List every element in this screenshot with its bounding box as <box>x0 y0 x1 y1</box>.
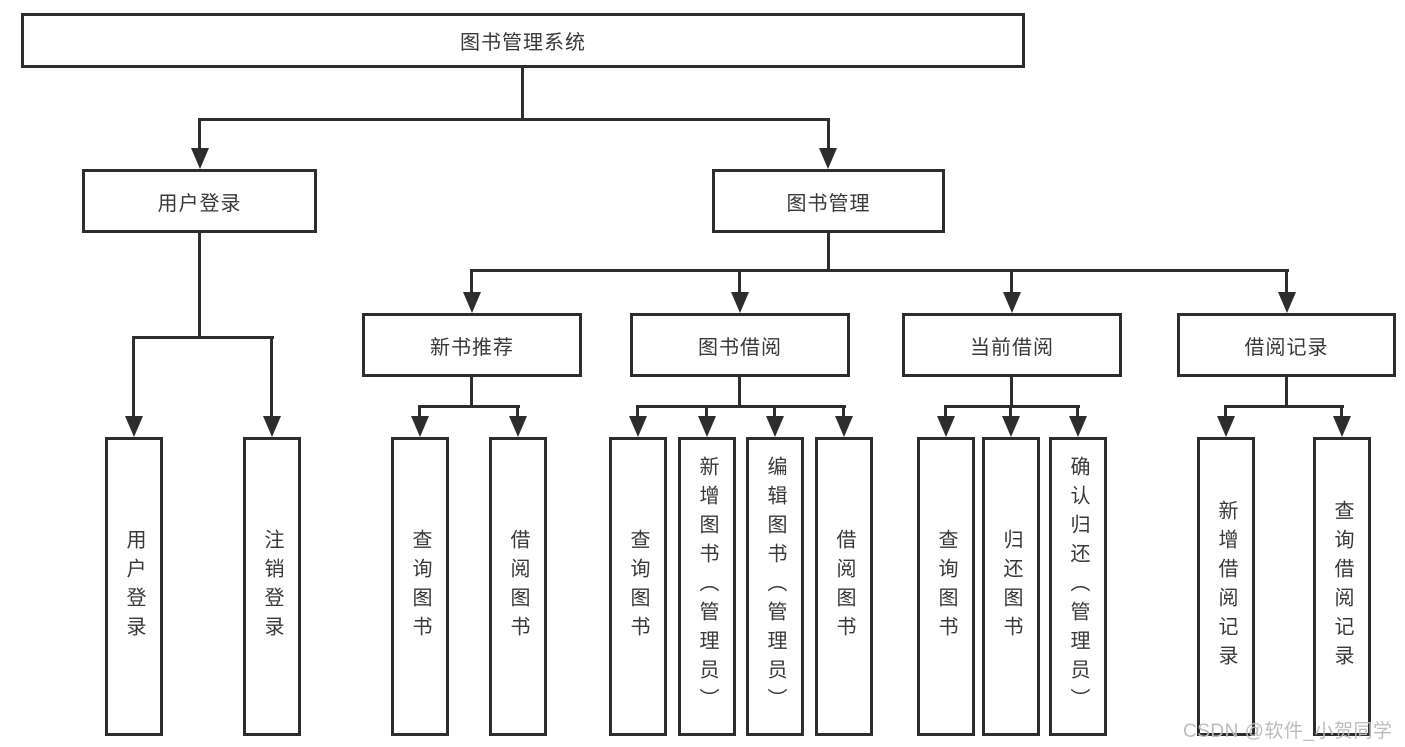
node-label: 当前借阅 <box>970 336 1054 359</box>
connector-current-hbar <box>944 405 1080 408</box>
connector-newbooks-child1-stem <box>418 405 421 417</box>
arrow-down-icon <box>411 416 429 437</box>
connector-to-records-stem <box>1285 269 1288 294</box>
arrow-down-icon <box>937 416 955 437</box>
connector-records-stem <box>1285 377 1288 408</box>
leaf-return-books: 归还图书 <box>982 437 1040 736</box>
arrow-down-icon <box>509 416 527 437</box>
connector-current-child3-stem <box>1076 405 1079 417</box>
arrow-down-icon <box>125 416 143 437</box>
leaf-query-books-current: 查询图书 <box>917 437 975 736</box>
connector-login-hbar <box>132 336 274 339</box>
leaf-confirm-return-admin: 确认归还（管理员） <box>1049 437 1107 736</box>
connector-borrowing-hbar <box>636 405 846 408</box>
connector-current-stem <box>1010 377 1013 408</box>
leaf-borrow-books-recommend: 借阅图书 <box>489 437 547 736</box>
connector-borrowing-child1-stem <box>636 405 639 417</box>
arrow-down-icon <box>731 292 749 313</box>
connector-borrowing-child4-stem <box>842 405 845 417</box>
leaf-label: 编辑图书（管理员） <box>764 456 786 717</box>
connector-borrowing-child3-stem <box>773 405 776 417</box>
connector-to-borrowing-stem <box>738 269 741 294</box>
connector-bookmgmt-hbar <box>470 269 1289 272</box>
leaf-label: 查询图书 <box>627 528 649 645</box>
connector-records-child2-stem <box>1340 405 1343 417</box>
connector-to-newbooks-stem <box>470 269 473 294</box>
arrow-down-icon <box>1278 292 1296 313</box>
node-label: 图书借阅 <box>698 336 782 359</box>
node-label: 图书管理 <box>786 192 871 215</box>
leaf-borrow-books: 借阅图书 <box>815 437 873 736</box>
connector-newbooks-hbar <box>418 405 520 408</box>
arrow-down-icon <box>698 416 716 437</box>
node-current-borrowing: 当前借阅 <box>902 313 1122 377</box>
connector-login-child1-stem <box>132 336 135 417</box>
leaf-label: 注销登录 <box>261 528 283 645</box>
arrow-down-icon <box>835 416 853 437</box>
connector-login-stem <box>198 233 201 339</box>
leaf-label: 查询图书 <box>935 528 957 645</box>
leaf-label: 归还图书 <box>1000 528 1022 645</box>
leaf-label: 用户登录 <box>123 528 145 645</box>
arrow-down-icon <box>629 416 647 437</box>
arrow-down-icon <box>766 416 784 437</box>
leaf-label: 查询借阅记录 <box>1331 499 1353 674</box>
connector-root-to-bookmgmt-stem <box>827 118 830 149</box>
connector-borrowing-stem <box>738 377 741 408</box>
leaf-label: 确认归还（管理员） <box>1067 456 1089 717</box>
node-library-system: 图书管理系统 <box>21 13 1025 68</box>
arrow-down-icon <box>1333 416 1351 437</box>
node-user-login: 用户登录 <box>82 169 317 233</box>
leaf-label: 查询图书 <box>409 528 431 645</box>
leaf-label: 新增图书（管理员） <box>696 456 718 717</box>
node-label: 用户登录 <box>157 192 242 215</box>
connector-login-child2-stem <box>270 336 273 417</box>
arrow-down-icon <box>191 148 209 169</box>
leaf-label: 新增借阅记录 <box>1215 499 1237 674</box>
node-borrowing-records: 借阅记录 <box>1177 313 1396 377</box>
arrow-down-icon <box>1002 416 1020 437</box>
leaf-query-books-recommend: 查询图书 <box>391 437 449 736</box>
leaf-add-borrow-record: 新增借阅记录 <box>1197 437 1255 736</box>
connector-newbooks-child2-stem <box>516 405 519 417</box>
leaf-add-books-admin: 新增图书（管理员） <box>678 437 736 736</box>
leaf-logout: 注销登录 <box>243 437 301 736</box>
connector-root-to-login-stem <box>198 118 201 149</box>
node-label: 新书推荐 <box>430 336 514 359</box>
connector-root-hbar <box>198 118 830 121</box>
connector-newbooks-stem <box>470 377 473 408</box>
arrow-down-icon <box>263 416 281 437</box>
leaf-edit-books-admin: 编辑图书（管理员） <box>746 437 804 736</box>
connector-current-child1-stem <box>944 405 947 417</box>
arrow-down-icon <box>463 292 481 313</box>
node-label: 图书管理系统 <box>460 32 586 54</box>
arrow-down-icon <box>819 148 837 169</box>
csdn-watermark: CSDN @软件_小贺同学 <box>1183 721 1393 742</box>
connector-current-child2-stem <box>1009 405 1012 417</box>
connector-bookmgmt-stem <box>827 233 830 272</box>
connector-root-stem <box>521 68 524 119</box>
connector-to-current-stem <box>1010 269 1013 294</box>
connector-borrowing-child2-stem <box>705 405 708 417</box>
leaf-label: 借阅图书 <box>507 528 529 645</box>
arrow-down-icon <box>1069 416 1087 437</box>
leaf-label: 借阅图书 <box>833 528 855 645</box>
connector-records-hbar <box>1224 405 1344 408</box>
arrow-down-icon <box>1217 416 1235 437</box>
arrow-down-icon <box>1003 292 1021 313</box>
leaf-query-borrow-record: 查询借阅记录 <box>1313 437 1371 736</box>
node-label: 借阅记录 <box>1244 336 1329 359</box>
node-book-borrowing: 图书借阅 <box>630 313 850 377</box>
leaf-user-login: 用户登录 <box>105 437 163 736</box>
connector-records-child1-stem <box>1224 405 1227 417</box>
node-book-management: 图书管理 <box>712 169 945 233</box>
node-new-book-recommend: 新书推荐 <box>362 313 582 377</box>
leaf-query-books-borrowing: 查询图书 <box>609 437 667 736</box>
